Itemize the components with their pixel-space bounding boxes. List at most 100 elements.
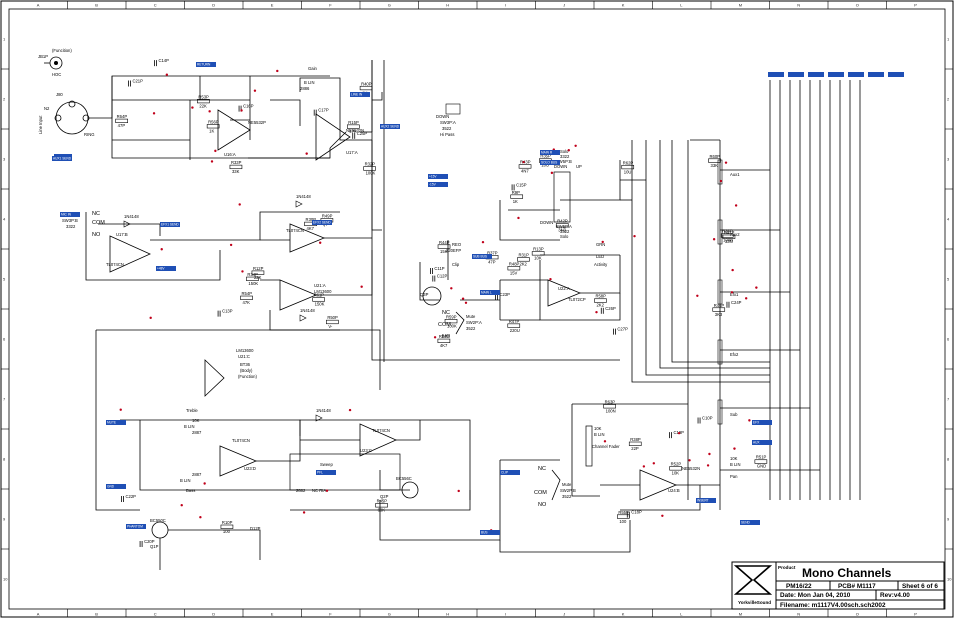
resistor-label: R46P — [714, 303, 725, 308]
capacitor-label: C17P — [318, 108, 329, 113]
mute-b-ref: SW2P:B — [560, 488, 576, 493]
resistor-label: R43P — [520, 160, 531, 165]
net-tag-label: SUB BUS — [473, 255, 487, 259]
resistor-value: 15K — [440, 249, 448, 254]
treble-bass-stage: Treble 10K B LIN 2887 Bass B LIN 2887 TL… — [120, 408, 471, 500]
junction-dot — [567, 149, 570, 152]
u21c-block: LM13600 U21:C BT36 (Body) (Function) — [95, 329, 381, 511]
pan-value: 10K — [730, 456, 738, 461]
junction-dot — [325, 489, 329, 492]
aux-pot-label: Efx2 — [730, 352, 739, 357]
resistor-value: 22K — [199, 103, 207, 108]
capacitor-label: C15P — [516, 182, 527, 187]
aux-pot-body — [717, 399, 723, 425]
sweep-title: Sweep — [320, 462, 333, 467]
u24-ref: U24:B — [668, 488, 680, 493]
aux-pot-body — [717, 219, 723, 245]
u23d-part: TL074CN — [232, 438, 250, 443]
jack-side-ref: J80 — [56, 92, 63, 97]
junction-dot — [348, 408, 352, 412]
grid-row-label: 8 — [947, 456, 950, 461]
resistor-body — [115, 118, 128, 123]
grid-col-label: L — [680, 611, 683, 616]
solo2-num: 3322 — [560, 229, 570, 234]
fader-label: Channel Fader — [592, 444, 620, 449]
junction-dot — [517, 216, 520, 220]
clip-color: REO — [452, 242, 462, 247]
clip-led: REO 220EFP Clip — [419, 240, 462, 306]
net-tag-label: CLIP — [501, 471, 508, 475]
net-tag — [500, 470, 520, 475]
solo2-down: DOWN — [540, 220, 553, 225]
junction-dot — [464, 301, 468, 304]
resistor-body — [437, 338, 451, 343]
junction-dot — [318, 241, 322, 244]
resistor-value: 2K2 — [519, 262, 527, 267]
grid-col-label: D — [212, 2, 215, 7]
junction-dot — [748, 419, 751, 422]
jack-side-n2: N2 — [44, 106, 50, 111]
resistor-label: R45P — [377, 499, 388, 504]
u23c-part: TL074CN — [372, 428, 390, 433]
u17b-ref: U17:B — [116, 232, 128, 237]
grid-col-label: P — [914, 611, 917, 616]
junction-dot — [595, 310, 598, 314]
resistor-value: 33K — [232, 169, 240, 174]
net-tag — [480, 290, 500, 295]
grid-col-label: N — [797, 2, 800, 7]
net-tag — [106, 484, 126, 489]
u21c-body: (Body) — [240, 368, 253, 373]
solo-ref: SW5P:B — [556, 159, 572, 164]
opamp-u16a: NE5532P U16:A — [217, 109, 266, 157]
grid-row-label: 4 — [3, 216, 6, 221]
mute-a-ref: SW2P:A — [466, 320, 482, 325]
aux-pot-label: Efx1 — [730, 292, 739, 297]
capacitor-label: C12P — [437, 274, 448, 279]
mute-switch-a: NC COM NO Mute SW2P:A 3522 — [438, 310, 482, 340]
grid-row-label: 7 — [947, 396, 950, 401]
resistor-label: R56P — [208, 119, 219, 124]
junction-dot — [119, 408, 122, 411]
resistor-label: R64P — [117, 114, 128, 119]
resistor-body — [206, 124, 220, 129]
grid-col-label: F — [329, 611, 332, 616]
resistor-value: GND — [757, 464, 766, 469]
resistor-body — [669, 466, 682, 471]
product-name: Mono Channels — [802, 566, 892, 580]
product-label: Product — [778, 565, 796, 570]
hipass-com: COM — [92, 220, 105, 226]
pan-label: Pan — [730, 474, 738, 479]
net-tag-label: PHANTOM — [127, 525, 143, 529]
grid-col-label: B — [95, 2, 98, 7]
junction-dot — [433, 336, 437, 339]
junction-dot — [601, 240, 604, 244]
net-tag-label: AUX — [753, 441, 760, 445]
net-tag-label: MIC IN — [61, 213, 72, 217]
jack-top-ref: JB1P — [38, 54, 48, 59]
q-ref-3: Q3P — [420, 292, 429, 297]
net-tag — [316, 470, 336, 475]
resistor-value: 22P — [631, 446, 639, 451]
clip-label: Clip — [452, 262, 460, 267]
net-tag — [160, 222, 180, 227]
resistor-value: 100N — [723, 238, 733, 243]
resistor-label: R34P — [247, 272, 258, 277]
net-tag-label: EFX2 SEND — [313, 221, 331, 225]
revision-date: Date: Mon Jan 04, 2010 — [780, 592, 851, 599]
net-tag — [196, 62, 216, 67]
net-tag-label: SEND — [741, 521, 751, 525]
grid-col-label: C — [154, 2, 157, 7]
solo2-title: Solo — [560, 234, 569, 239]
resistor-body — [229, 164, 243, 170]
resistor-value: 10U — [624, 169, 632, 174]
resistor-value: 100K — [447, 323, 457, 328]
net-tag-label: +48V — [157, 267, 165, 271]
junction-dot — [652, 462, 656, 465]
junction-dot — [661, 514, 664, 517]
activity-color: GRN — [596, 242, 605, 247]
